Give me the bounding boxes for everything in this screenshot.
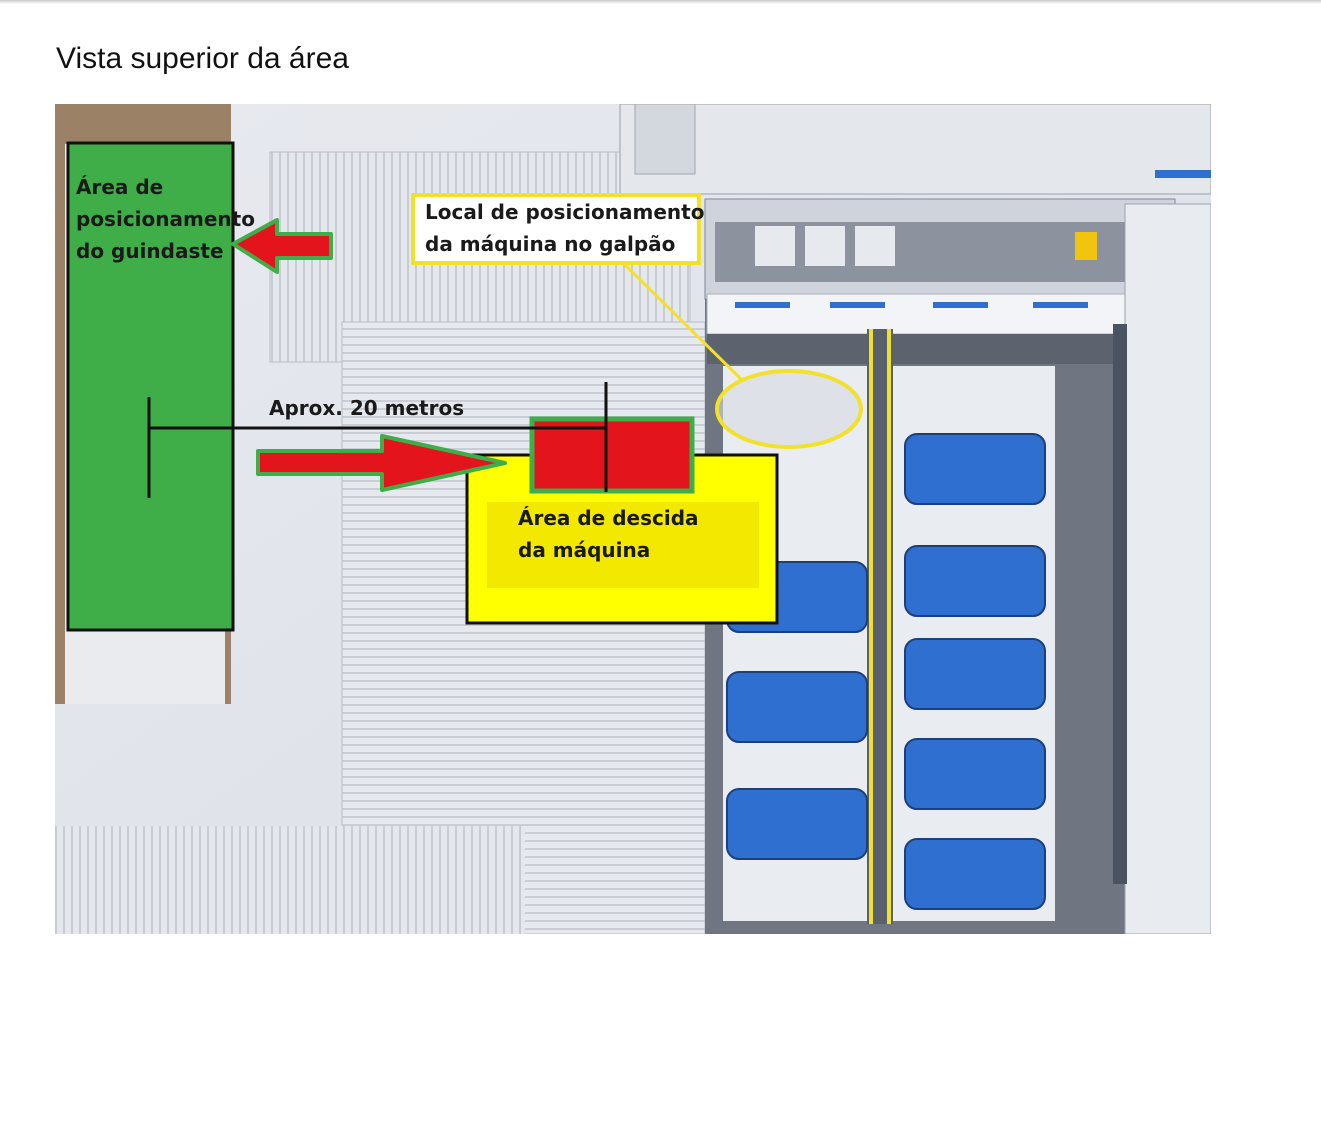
machine-location-label-1: Local de posicionamento — [425, 200, 704, 224]
descent-area-label-2: da máquina — [518, 538, 650, 562]
top-shadow — [0, 0, 1321, 4]
building-strip-top — [620, 104, 1211, 194]
machine-location-ellipse — [717, 371, 861, 447]
crane-area-label-2: posicionamento — [76, 207, 255, 231]
crane-area-label-1: Área de — [76, 175, 163, 199]
distance-label: Aprox. 20 metros — [269, 396, 464, 420]
roof-bottom-left — [55, 826, 525, 934]
machine-location-label-2: da máquina no galpão — [425, 232, 675, 256]
drop-zone — [532, 419, 692, 491]
page-title: Vista superior da área — [56, 42, 349, 76]
descent-area-label-1: Área de descida — [518, 506, 699, 530]
site-top-view-figure: Área de posicionamento do guindaste Loca… — [55, 104, 1211, 934]
crane-area-label-3: do guindaste — [76, 239, 224, 263]
